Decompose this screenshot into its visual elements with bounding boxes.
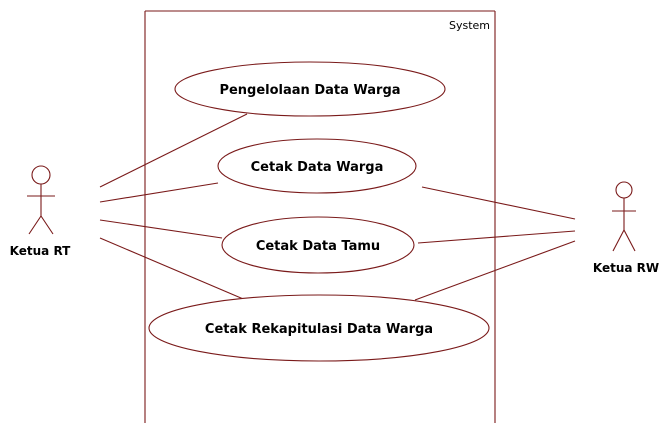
association-rt-cetak-warga <box>99 182 219 203</box>
use-case-cetak-warga: Cetak Data Warga <box>217 138 417 194</box>
actor-ketua-rw-label: Ketua RW <box>593 261 659 275</box>
actor-ketua-rt: Ketua RT <box>10 165 71 258</box>
actor-ketua-rt-stick-figure-icon <box>27 165 55 235</box>
use-case-cetak-rekap-label: Cetak Rekapitulasi Data Warga <box>205 322 433 337</box>
actor-ketua-rw-head <box>615 181 633 199</box>
system-label: System <box>449 19 490 32</box>
use-case-cetak-tamu-ellipse <box>221 216 415 274</box>
association-rt-cetak-rekap <box>99 237 249 302</box>
association-rw-cetak-warga <box>421 186 576 220</box>
actor-ketua-rt-left-leg <box>28 215 42 235</box>
use-case-cetak-warga-ellipse <box>217 138 417 194</box>
use-case-cetak-warga-label: Cetak Data Warga <box>251 160 384 175</box>
association-rw-cetak-tamu <box>417 230 576 244</box>
use-case-cetak-tamu-label: Cetak Data Tamu <box>256 239 380 254</box>
association-rw-cetak-rekap <box>414 240 576 301</box>
use-case-pengelolaan-label: Pengelolaan Data Warga <box>219 83 400 98</box>
use-case-pengelolaan: Pengelolaan Data Warga <box>174 61 446 117</box>
use-case-cetak-rekap: Cetak Rekapitulasi Data Warga <box>148 294 490 362</box>
use-case-cetak-tamu: Cetak Data Tamu <box>221 216 415 274</box>
use-case-pengelolaan-ellipse <box>174 61 446 117</box>
association-rt-cetak-tamu <box>99 219 223 239</box>
actor-ketua-rw-right-leg <box>623 229 636 252</box>
association-rt-pengelolaan <box>99 113 248 188</box>
actor-ketua-rw: Ketua RW <box>593 181 659 275</box>
actor-ketua-rt-head <box>31 165 51 185</box>
use-case-cetak-rekap-ellipse <box>148 294 490 362</box>
actor-ketua-rt-label: Ketua RT <box>10 244 71 258</box>
actor-ketua-rw-stick-figure-icon <box>612 181 636 252</box>
actor-ketua-rw-left-leg <box>612 229 625 252</box>
actor-ketua-rt-right-leg <box>40 215 54 235</box>
system-boundary: System <box>144 10 496 423</box>
associations <box>99 113 576 302</box>
